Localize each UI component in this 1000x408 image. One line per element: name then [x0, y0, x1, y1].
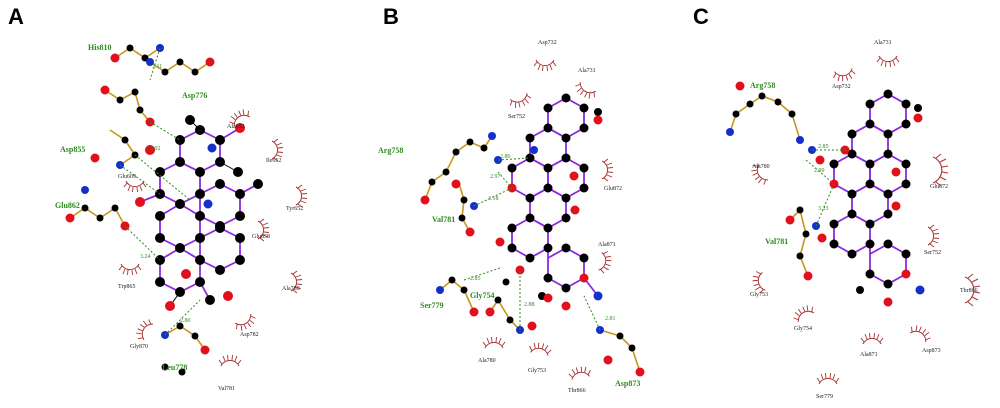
residue-label: Asp776 [182, 91, 207, 100]
distance-label: 2.81 [605, 316, 616, 322]
residue-label: Arg758 [750, 81, 775, 90]
panel-b-hbond-labels: Arg758 Val781 Gly754 Ser779 Asp873 [378, 146, 640, 388]
distance-label: 2.80 [500, 154, 511, 160]
residue-label: Glu872 [930, 184, 948, 190]
residue-label: Gly870 [130, 344, 148, 350]
panel-c-hbonds [805, 149, 845, 227]
residue-label: Ala780 [752, 164, 770, 170]
panel-b-distances: 2.80 2.97 3.18 2.85 2.88 2.81 [470, 154, 616, 322]
panel-c-hbond-labels: Arg758 Val781 [750, 81, 788, 246]
distance-label: 3.02 [150, 146, 161, 152]
residue-label: Asp732 [832, 84, 851, 90]
panel-b: 2.80 2.97 3.18 2.85 2.88 2.81 Arg758 Val… [378, 40, 645, 394]
distance-label: 2.80 [180, 318, 191, 324]
panel-c-residue-atoms [726, 81, 825, 281]
residue-label: Ser752 [508, 114, 525, 120]
panel-a-distances: 3.11 3.02 3.24 2.80 [140, 64, 191, 324]
panel-a-residue-atoms [65, 44, 215, 376]
residue-label: Trp865 [118, 284, 135, 290]
panel-a: 3.11 3.02 3.24 2.80 His810 Asp776 Asp855… [55, 43, 308, 392]
distance-label: 2.85 [470, 276, 481, 282]
residue-label: Gly754 [470, 291, 494, 300]
distance-label: 3.18 [488, 196, 499, 202]
residue-label: Ala780 [478, 358, 496, 364]
residue-label: Arg758 [378, 146, 403, 155]
panel-a-label: A [8, 4, 24, 29]
residue-label: Ala780 [282, 286, 300, 292]
residue-label: Asp782 [240, 332, 259, 338]
distance-label: 3.24 [140, 254, 151, 260]
panel-c-distances: 2.85 2.99 3.23 [814, 144, 829, 212]
residue-label: Asp873 [615, 379, 640, 388]
panel-a-hydrophobic-labels: Ala653 Ile612 Glu609 Tyr652 Glu858 Trp86… [118, 124, 303, 392]
panel-c-residue-bonds [729, 95, 809, 277]
residue-label: Thr866 [960, 288, 978, 294]
panel-b-ligand-atoms [495, 93, 603, 311]
distance-label: 3.23 [818, 206, 829, 212]
residue-label: Thr866 [568, 388, 586, 394]
distance-label: 2.88 [524, 302, 535, 308]
panel-a-hbonds [119, 47, 201, 336]
residue-label: Asp732 [538, 40, 557, 46]
panel-a-ligand-atoms [135, 115, 263, 311]
residue-label: His810 [88, 43, 112, 52]
residue-label: Ser779 [816, 394, 833, 400]
residue-label: Ala871 [860, 352, 878, 358]
residue-label: Gly753 [528, 368, 546, 374]
residue-label: Glu858 [252, 234, 270, 240]
distance-label: 2.97 [490, 174, 501, 180]
residue-label: Gly753 [750, 292, 768, 298]
residue-label: Gly754 [794, 326, 812, 332]
panel-b-hbonds [463, 157, 601, 331]
distance-label: 3.11 [152, 64, 162, 70]
panel-b-residue-atoms [420, 132, 645, 377]
residue-label: Ala653 [227, 124, 245, 130]
residue-label: Ile612 [266, 158, 281, 164]
panel-c-hydrophobic-labels: Ala731 Asp732 Ala780 Glu872 Ser752 Thr86… [750, 40, 978, 400]
panel-a-hbond-labels: His810 Asp776 Asp855 Glu862 Leu778 [55, 43, 207, 372]
residue-label: Ser779 [420, 301, 444, 310]
residue-label: Val781 [432, 215, 455, 224]
residue-label: Ala731 [578, 68, 596, 74]
residue-label: Asp855 [60, 145, 85, 154]
panel-b-hydrophobic-labels: Asp732 Ala731 Ser752 Glu872 Ala871 Ala78… [478, 40, 622, 394]
residue-label: Tyr652 [286, 206, 303, 212]
panel-c-ligand-atoms [817, 89, 925, 307]
residue-label: Ala731 [874, 40, 892, 46]
residue-label: Glu862 [55, 201, 80, 210]
distance-label: 2.85 [818, 144, 829, 150]
residue-label: Val781 [218, 386, 235, 392]
residue-label: Val781 [765, 237, 788, 246]
distance-label: 2.99 [814, 168, 825, 174]
panel-c: 2.85 2.99 3.23 Arg758 Val781 Ala731 Asp7… [726, 40, 981, 400]
residue-label: Glu609 [118, 174, 136, 180]
residue-label: Asp873 [922, 348, 941, 354]
residue-label: Glu872 [604, 186, 622, 192]
residue-label: Ser752 [924, 250, 941, 256]
panel-c-label: C [693, 4, 709, 29]
panel-b-label: B [383, 4, 399, 29]
residue-label: Leu778 [162, 363, 187, 372]
residue-label: Ala871 [598, 242, 616, 248]
